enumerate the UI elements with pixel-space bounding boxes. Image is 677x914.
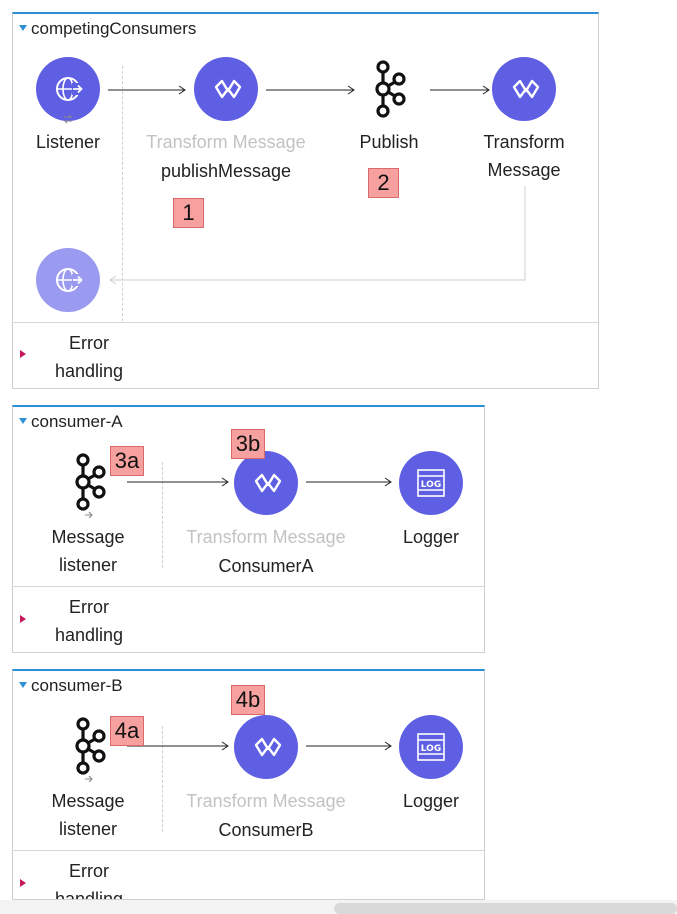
dataweave-transform-icon [254, 473, 282, 493]
flow-connectors [108, 85, 526, 285]
collapse-caret-icon[interactable] [19, 681, 27, 688]
kafka-icon[interactable] [366, 58, 412, 120]
svg-text:LOG: LOG [421, 744, 441, 754]
logger-label: Logger [402, 527, 460, 547]
error-handling-label[interactable]: Error handling [54, 333, 124, 381]
listener-source-icon [85, 511, 93, 519]
listener-source-icon [85, 775, 93, 783]
badge-4a: 4a [110, 716, 144, 746]
source-divider [122, 66, 123, 321]
transform-consumer-b-sublabel: ConsumerB [218, 820, 314, 840]
flow-title-consumer-b[interactable]: consumer-B [19, 676, 123, 696]
transform-publish-message-node[interactable] [194, 57, 258, 121]
collapse-caret-icon[interactable] [19, 417, 27, 424]
badge-4b: 4b [231, 685, 265, 715]
expand-error-caret-icon[interactable] [20, 615, 26, 623]
listener-source-icon [63, 114, 73, 124]
logger-label: Logger [402, 791, 460, 811]
horizontal-scrollbar-thumb[interactable] [334, 903, 677, 914]
flow-name: consumer-B [31, 676, 123, 695]
transform-consumer-a-label: Transform Message [186, 527, 346, 547]
logger-node[interactable]: LOG [399, 451, 463, 515]
error-handling-separator [13, 322, 598, 323]
publish-label: Publish [359, 132, 419, 152]
flow-connectors [127, 477, 392, 487]
dataweave-transform-icon [254, 737, 282, 757]
error-handling-separator [13, 850, 484, 851]
kafka-icon[interactable] [66, 451, 112, 513]
http-listener-icon [56, 268, 83, 292]
flow-connectors [127, 741, 392, 751]
collapse-caret-icon[interactable] [19, 24, 27, 31]
logger-icon: LOG [417, 733, 445, 761]
error-handling-separator [13, 586, 484, 587]
message-listener-label: Message listener [51, 527, 125, 575]
http-listener-icon [56, 77, 83, 101]
error-handling-label[interactable]: Error handling [54, 597, 124, 645]
flow-title-consumer-a[interactable]: consumer-A [19, 412, 123, 432]
logger-node[interactable]: LOG [399, 715, 463, 779]
badge-1: 1 [173, 198, 204, 228]
expand-error-caret-icon[interactable] [20, 350, 26, 358]
listener-label: Listener [35, 132, 101, 152]
dataweave-transform-icon [512, 79, 540, 99]
transform-message-node[interactable] [492, 57, 556, 121]
transform-consumer-b-node[interactable] [234, 715, 298, 779]
flow-title-competing-consumers[interactable]: competingConsumers [19, 19, 196, 39]
source-divider [162, 726, 163, 832]
transform-publish-message-sublabel: publishMessage [160, 161, 292, 181]
flow-name: competingConsumers [31, 19, 197, 38]
flow-consumer-b: consumer-B 4a Message listener [12, 669, 485, 900]
transform-publish-message-label: Transform Message [146, 132, 306, 152]
svg-text:LOG: LOG [421, 480, 441, 490]
transform-consumer-a-sublabel: ConsumerA [218, 556, 314, 576]
kafka-icon[interactable] [66, 715, 112, 777]
badge-2: 2 [368, 168, 399, 198]
badge-3b: 3b [231, 429, 265, 459]
transform-consumer-b-label: Transform Message [186, 791, 346, 811]
transform-consumer-a-node[interactable] [234, 451, 298, 515]
listener-response-node[interactable] [36, 248, 100, 312]
flow-name: consumer-A [31, 412, 123, 431]
dataweave-transform-icon [214, 79, 242, 99]
source-divider [162, 462, 163, 568]
error-handling-label[interactable]: Error handling [54, 861, 124, 900]
message-listener-label: Message listener [51, 791, 125, 839]
flow-consumer-a: consumer-A 3a Message listener [12, 405, 485, 653]
expand-error-caret-icon[interactable] [20, 879, 26, 887]
logger-icon: LOG [417, 469, 445, 497]
listener-node[interactable] [36, 57, 100, 121]
badge-3a: 3a [110, 446, 144, 476]
transform-message-label: Transform Message [483, 132, 565, 180]
flow-competing-consumers: competingConsumers Listener [12, 12, 599, 389]
